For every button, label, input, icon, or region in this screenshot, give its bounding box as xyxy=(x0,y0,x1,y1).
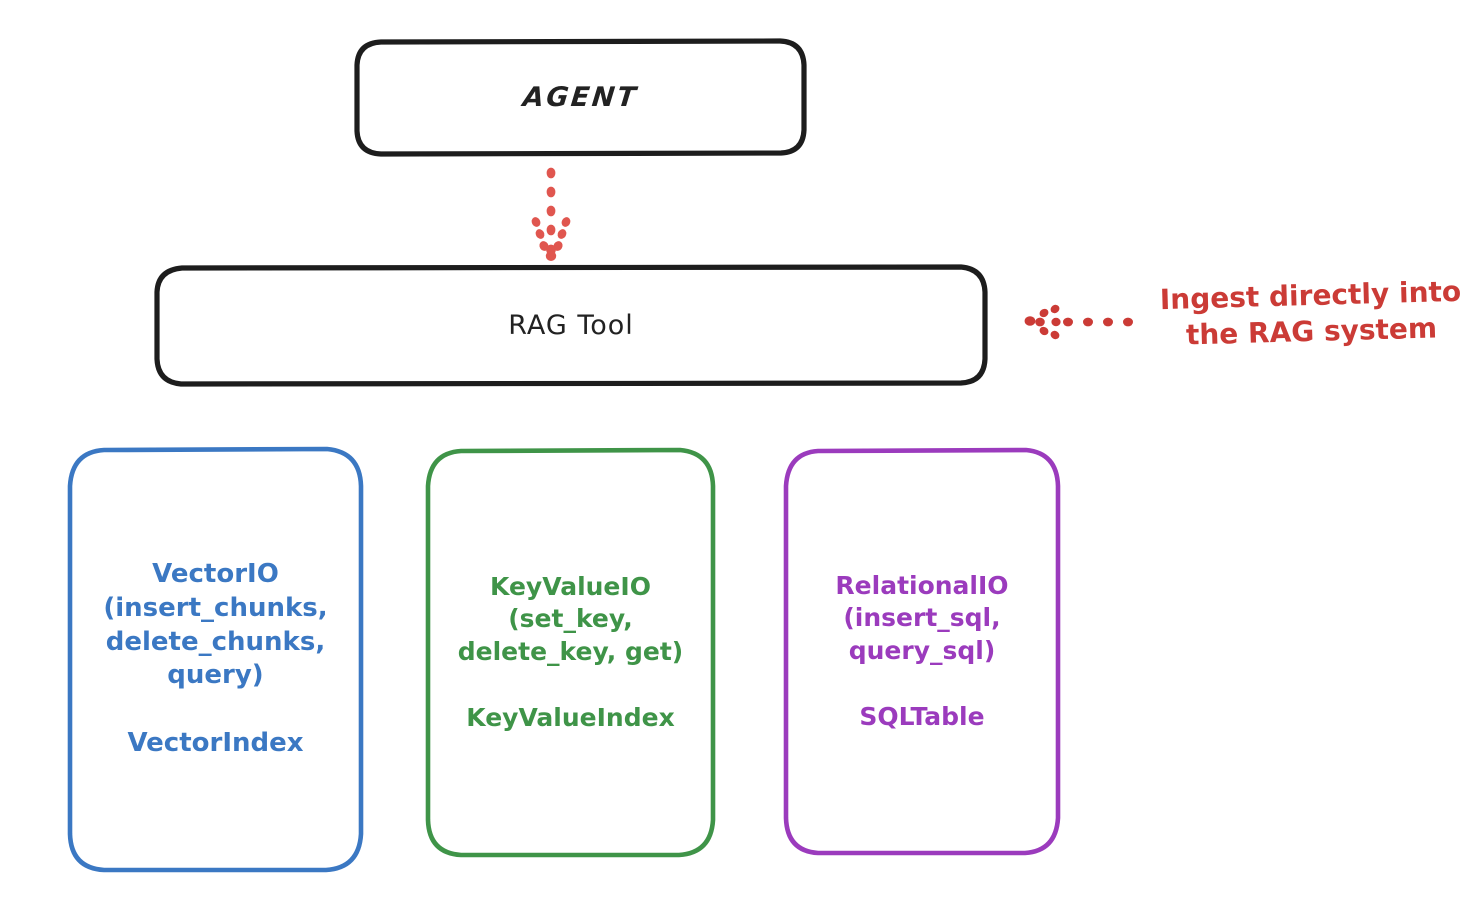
node-relational-io[interactable]: RelationalIO (insert_sql, query_sql) SQL… xyxy=(786,450,1058,853)
node-rag-tool[interactable]: RAG Tool xyxy=(157,267,985,384)
key-value-io-card: KeyValueIO (set_key, delete_key, get) Ke… xyxy=(452,571,689,735)
rag-tool-label: RAG Tool xyxy=(508,310,634,341)
connector-ingest-to-rag-tool xyxy=(1024,304,1133,340)
agent-box-outline xyxy=(354,38,807,157)
node-vector-io[interactable]: VectorIO (insert_chunks, delete_chunks, … xyxy=(70,449,361,870)
connector-agent-to-rag-tool xyxy=(531,167,571,261)
vector-io-index-label: VectorIndex xyxy=(127,728,304,759)
relational-io-box-outline xyxy=(783,447,1061,856)
node-key-value-io[interactable]: KeyValueIO (set_key, delete_key, get) Ke… xyxy=(428,450,713,855)
vector-io-box-outline xyxy=(67,446,364,873)
vector-io-api-label: VectorIO (insert_chunks, delete_chunks, … xyxy=(103,559,328,691)
agent-label: AGENT xyxy=(521,82,640,113)
key-value-io-api-label: KeyValueIO (set_key, delete_key, get) xyxy=(457,571,684,666)
ingest-annotation-label: Ingest directly into the RAG system xyxy=(1159,274,1462,352)
key-value-io-index-label: KeyValueIndex xyxy=(466,703,675,732)
relational-io-card: RelationalIO (insert_sql, query_sql) SQL… xyxy=(829,570,1014,734)
relational-io-api-label: RelationalIO (insert_sql, query_sql) xyxy=(835,570,1009,665)
key-value-io-box-outline xyxy=(425,447,716,858)
node-agent[interactable]: AGENT xyxy=(357,41,804,154)
relational-io-index-label: SQLTable xyxy=(859,702,985,731)
rag-tool-box-outline xyxy=(154,264,988,387)
vector-io-card: VectorIO (insert_chunks, delete_chunks, … xyxy=(97,558,333,761)
